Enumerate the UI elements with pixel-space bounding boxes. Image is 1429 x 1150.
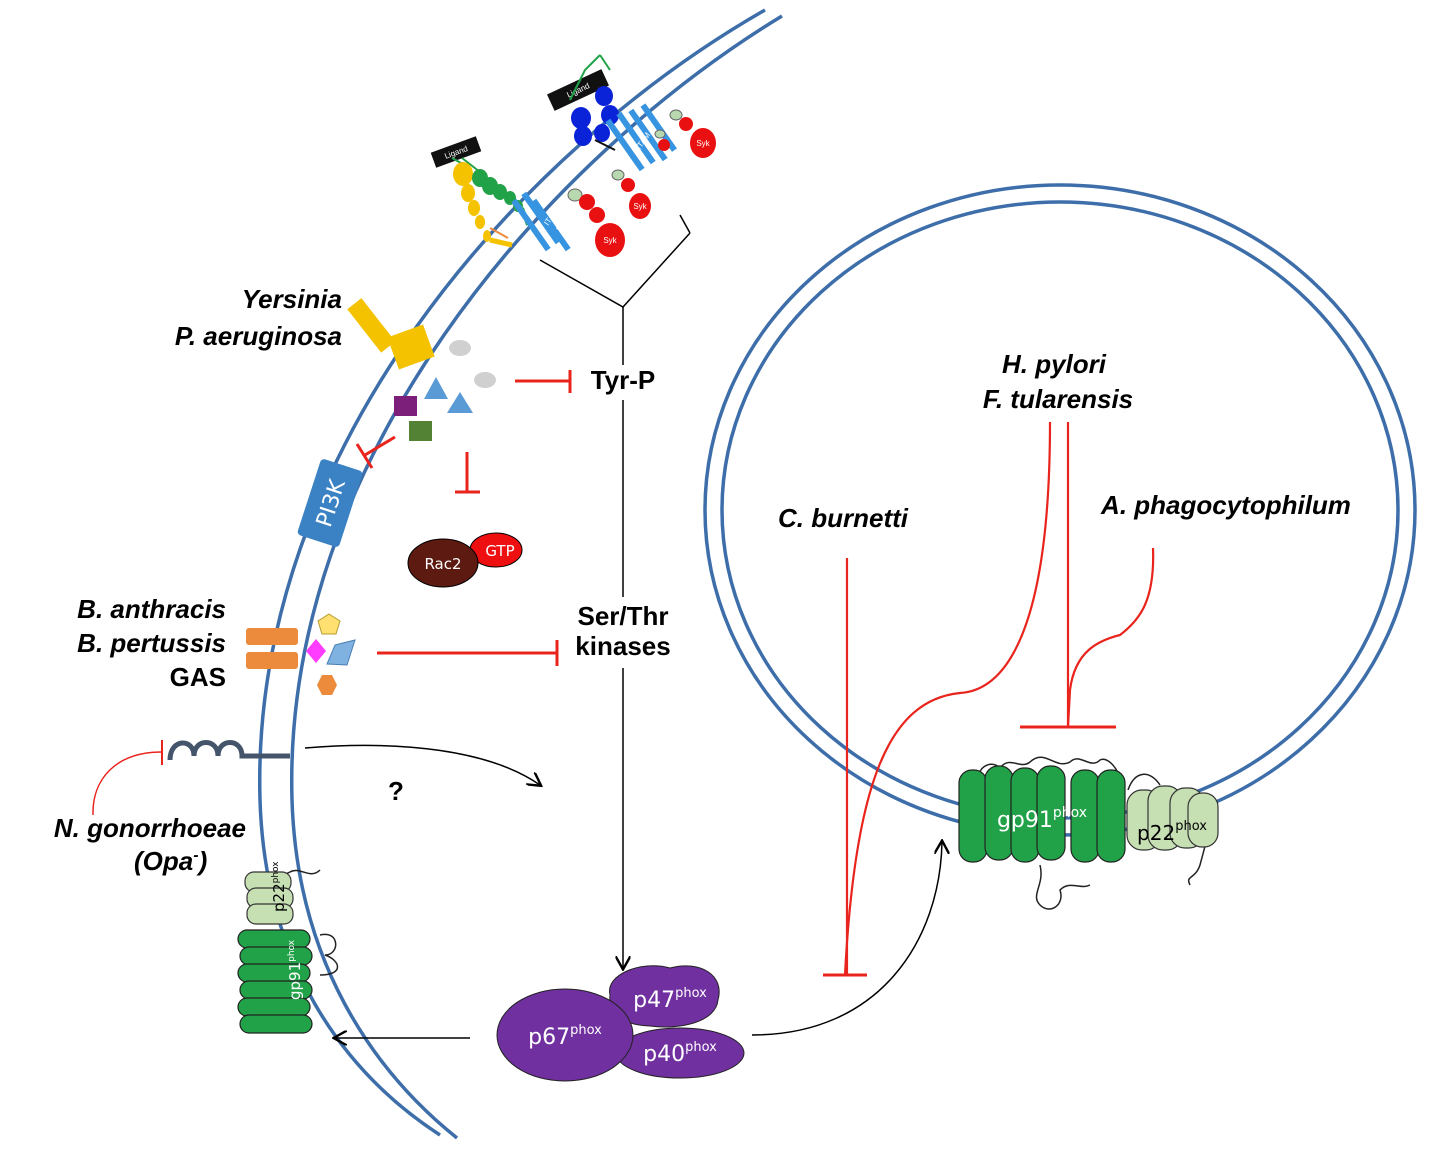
p47phox — [609, 965, 720, 1028]
gp91phox-right — [958, 765, 1126, 863]
inhibition-effector-to-rac2 — [455, 452, 480, 494]
yellow-receptor-chain — [453, 162, 491, 242]
svg-text:p22phox: p22phox — [1137, 819, 1207, 845]
green-receptor-chain — [472, 169, 523, 212]
itam-bars-1 — [511, 191, 571, 252]
label-n-gonorrhoeae: N. gonorrhoeae — [54, 813, 246, 843]
receptor-complex-2: Ligand ITAM ITAM Syk — [547, 54, 716, 172]
ligand-box-1: Ligand — [430, 136, 482, 168]
syk-3: Syk — [669, 109, 716, 158]
label-f-tularensis: F. tularensis — [983, 384, 1133, 414]
label-question: ? — [388, 776, 404, 806]
svg-text:p67phox: p67phox — [528, 1023, 602, 1050]
ceacam-receptor — [167, 740, 290, 761]
svg-text:Rac2: Rac2 — [424, 555, 461, 573]
toxin-effector-shapes — [306, 613, 356, 695]
pi3k: PI3K — [297, 459, 363, 547]
p22phox-left — [244, 871, 294, 925]
effector-shapes — [394, 340, 496, 441]
arrow-to-phagosome — [751, 842, 942, 1036]
receptor-complex-1: Ligand ITAM ITAM — [430, 136, 651, 257]
label-a-phagocytophilum: A. phagocytophilum — [1100, 490, 1351, 520]
plasma-membrane-nox2: p22phox gp91phox — [237, 861, 339, 1034]
svg-text:GTP: GTP — [485, 542, 514, 560]
label-tyr-p: Tyr-P — [591, 365, 656, 395]
label-c-burnetti: C. burnetti — [778, 503, 909, 533]
yersinia-secretion-needle — [347, 298, 435, 370]
svg-text:p40phox: p40phox — [643, 1040, 717, 1067]
rac2-gtp: GTP Rac2 — [407, 532, 523, 588]
svg-text:Syk: Syk — [603, 236, 617, 245]
p67phox — [496, 988, 634, 1082]
svg-text:p47phox: p47phox — [633, 986, 707, 1013]
label-h-pylori: H. pylori — [1002, 349, 1107, 379]
label-ser-thr: Ser/Thr — [577, 601, 668, 631]
label-yersinia: Yersinia — [242, 284, 342, 314]
svg-text:p22phox: p22phox — [270, 861, 288, 912]
cytosolic-phox-complex: p47phox p40phox p67phox — [496, 965, 745, 1082]
label-kinases: kinases — [575, 631, 670, 661]
label-opa: (Opa-) — [134, 846, 207, 876]
dark-blue-receptor-chain — [571, 86, 619, 146]
inhibition-effector-to-tyrp — [515, 370, 572, 393]
label-b-anthracis: B. anthracis — [77, 594, 226, 624]
gp91phox-left — [237, 929, 313, 1034]
svg-text:gp91phox: gp91phox — [997, 805, 1087, 833]
itam-bars-2 — [605, 103, 677, 172]
label-gas: GAS — [170, 662, 226, 692]
syk-4 — [654, 129, 670, 151]
inhibition-ngonorrhoeae — [92, 751, 163, 816]
arrow-receptor-to-question — [304, 744, 540, 785]
svg-text:Syk: Syk — [696, 139, 710, 148]
p22phox-right — [1126, 785, 1219, 851]
syk-1: Syk — [567, 188, 625, 257]
inhibition-phagosome — [823, 421, 1155, 977]
inhibition-toxin-to-kinases — [377, 640, 559, 666]
label-p-aeruginosa: P. aeruginosa — [175, 321, 342, 351]
toxin-pore — [246, 628, 298, 669]
inhibition-effector-to-pi3k — [355, 435, 396, 469]
syk-2: Syk — [611, 169, 651, 219]
svg-text:Syk: Syk — [633, 202, 647, 211]
label-b-pertussis: B. pertussis — [77, 628, 226, 658]
phagosome-nox2: gp91phox p22phox — [958, 756, 1219, 910]
svg-text:gp91phox: gp91phox — [286, 939, 304, 1000]
